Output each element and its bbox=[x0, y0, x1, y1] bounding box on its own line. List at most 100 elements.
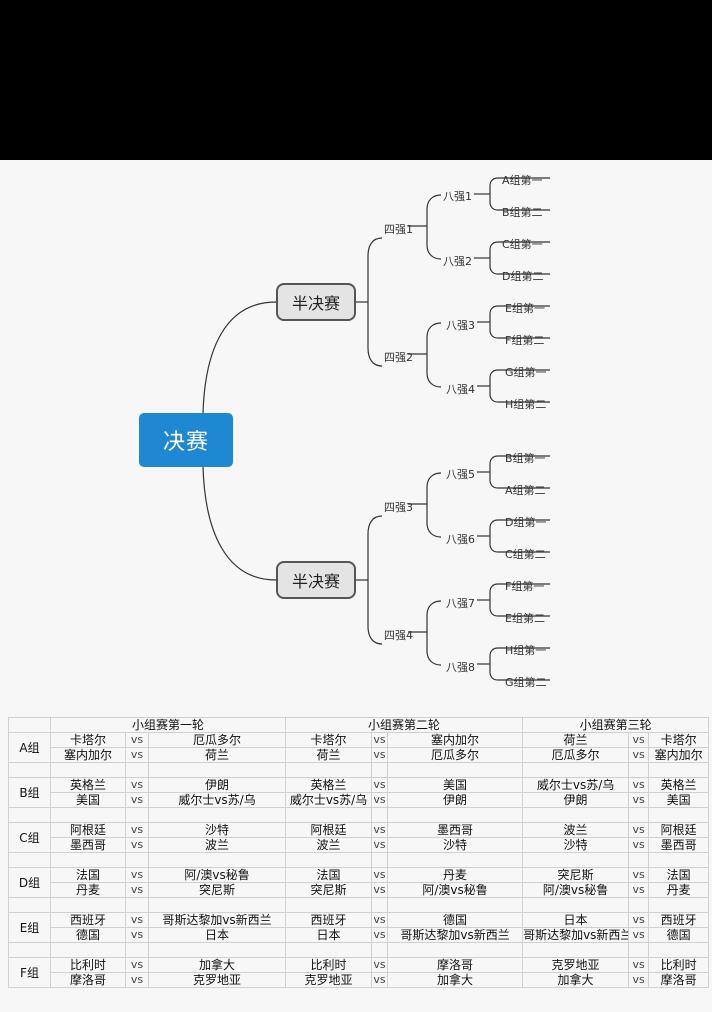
home-team: 波兰 bbox=[522, 822, 630, 838]
empty-cell bbox=[8, 897, 51, 913]
team-slot: C组第一 bbox=[502, 238, 543, 251]
header-corner bbox=[8, 717, 51, 733]
team-slot: H组第二 bbox=[505, 398, 547, 411]
vs-label: vs bbox=[628, 957, 650, 973]
team-slot: E组第一 bbox=[505, 302, 545, 315]
home-team: 比利时 bbox=[285, 957, 373, 973]
empty-cell bbox=[50, 852, 126, 868]
empty-cell bbox=[371, 807, 389, 823]
group-name: B组 bbox=[8, 777, 51, 808]
empty-cell bbox=[628, 852, 650, 868]
empty-cell bbox=[387, 807, 524, 823]
away-team: 墨西哥 bbox=[387, 822, 524, 838]
away-team: 阿根廷 bbox=[648, 822, 710, 838]
empty-cell bbox=[147, 852, 287, 868]
team-slot: B组第二 bbox=[502, 206, 543, 219]
empty-cell bbox=[50, 897, 126, 913]
team-slot: F组第一 bbox=[505, 580, 545, 593]
away-team: 荷兰 bbox=[147, 747, 287, 763]
vs-label: vs bbox=[125, 927, 149, 943]
empty-cell bbox=[648, 897, 710, 913]
away-team: 法国 bbox=[648, 867, 710, 883]
away-team: 克罗地亚 bbox=[147, 972, 287, 988]
home-team: 克罗地亚 bbox=[285, 972, 373, 988]
vs-label: vs bbox=[628, 822, 650, 838]
vs-label: vs bbox=[628, 777, 650, 793]
world-cup-bracket-sheet: 决赛 半决赛 半决赛 四强1 四强2 四强3 四强4 八强1 八强2 八强3 八… bbox=[0, 160, 712, 1012]
round16-bracket-1 bbox=[426, 194, 442, 260]
empty-cell bbox=[387, 942, 524, 958]
vs-label: vs bbox=[371, 777, 389, 793]
team-slot: D组第二 bbox=[502, 270, 544, 283]
home-team: 法国 bbox=[50, 867, 126, 883]
schedule-header-row: 小组赛第一轮小组赛第二轮小组赛第三轮 bbox=[8, 717, 710, 733]
away-team: 卡塔尔 bbox=[648, 732, 710, 748]
group-spacer-row bbox=[8, 762, 710, 778]
empty-cell bbox=[50, 807, 126, 823]
away-team: 阿/澳vs秘鲁 bbox=[147, 867, 287, 883]
semi-final-label: 半决赛 bbox=[291, 572, 340, 591]
away-team: 威尔士vs苏/乌 bbox=[147, 792, 287, 808]
team-slot: E组第二 bbox=[505, 612, 545, 625]
team-bracket-6 bbox=[489, 519, 550, 553]
round-of-16-label: 八强2 bbox=[443, 255, 472, 268]
team-slot: A组第一 bbox=[502, 174, 543, 187]
empty-cell bbox=[371, 852, 389, 868]
vs-label: vs bbox=[371, 882, 389, 898]
empty-cell bbox=[50, 762, 126, 778]
home-team: 德国 bbox=[50, 927, 126, 943]
home-team: 比利时 bbox=[50, 957, 126, 973]
away-team: 厄瓜多尔 bbox=[147, 732, 287, 748]
group-spacer-row bbox=[8, 852, 710, 868]
empty-cell bbox=[125, 897, 149, 913]
away-team: 丹麦 bbox=[387, 867, 524, 883]
vs-label: vs bbox=[371, 912, 389, 928]
team-slot: G组第二 bbox=[505, 676, 547, 689]
empty-cell bbox=[8, 807, 51, 823]
empty-cell bbox=[285, 762, 373, 778]
home-team: 沙特 bbox=[522, 837, 630, 853]
final-label: 决赛 bbox=[162, 430, 209, 455]
vs-label: vs bbox=[628, 972, 650, 988]
empty-cell bbox=[387, 762, 524, 778]
vs-label: vs bbox=[125, 792, 149, 808]
empty-cell bbox=[648, 942, 710, 958]
away-team: 厄瓜多尔 bbox=[387, 747, 524, 763]
round-of-16-label: 八强7 bbox=[446, 597, 475, 610]
home-team: 阿/澳vs秘鲁 bbox=[522, 882, 630, 898]
empty-cell bbox=[285, 852, 373, 868]
team-slot: A组第二 bbox=[505, 484, 546, 497]
round16-bracket-4 bbox=[426, 600, 442, 666]
team-bracket-4 bbox=[489, 369, 550, 403]
group-name: F组 bbox=[8, 957, 51, 988]
round-of-16-label: 八强5 bbox=[446, 468, 475, 481]
quarter-bracket-1 bbox=[367, 237, 383, 367]
final-node: 决赛 bbox=[139, 413, 233, 467]
empty-cell bbox=[628, 897, 650, 913]
empty-cell bbox=[50, 942, 126, 958]
round16-bracket-2 bbox=[426, 322, 442, 388]
vs-label: vs bbox=[371, 747, 389, 763]
away-team: 丹麦 bbox=[648, 882, 710, 898]
vs-label: vs bbox=[371, 957, 389, 973]
group-name: D组 bbox=[8, 867, 51, 898]
away-team: 沙特 bbox=[387, 837, 524, 853]
away-team: 哥斯达黎加vs新西兰 bbox=[147, 912, 287, 928]
away-team: 伊朗 bbox=[387, 792, 524, 808]
home-team: 美国 bbox=[50, 792, 126, 808]
empty-cell bbox=[628, 942, 650, 958]
empty-cell bbox=[285, 807, 373, 823]
vs-label: vs bbox=[628, 747, 650, 763]
vs-label: vs bbox=[628, 882, 650, 898]
vs-label: vs bbox=[371, 822, 389, 838]
team-slot: H组第一 bbox=[505, 644, 547, 657]
semi-final-node-2: 半决赛 bbox=[276, 561, 356, 599]
